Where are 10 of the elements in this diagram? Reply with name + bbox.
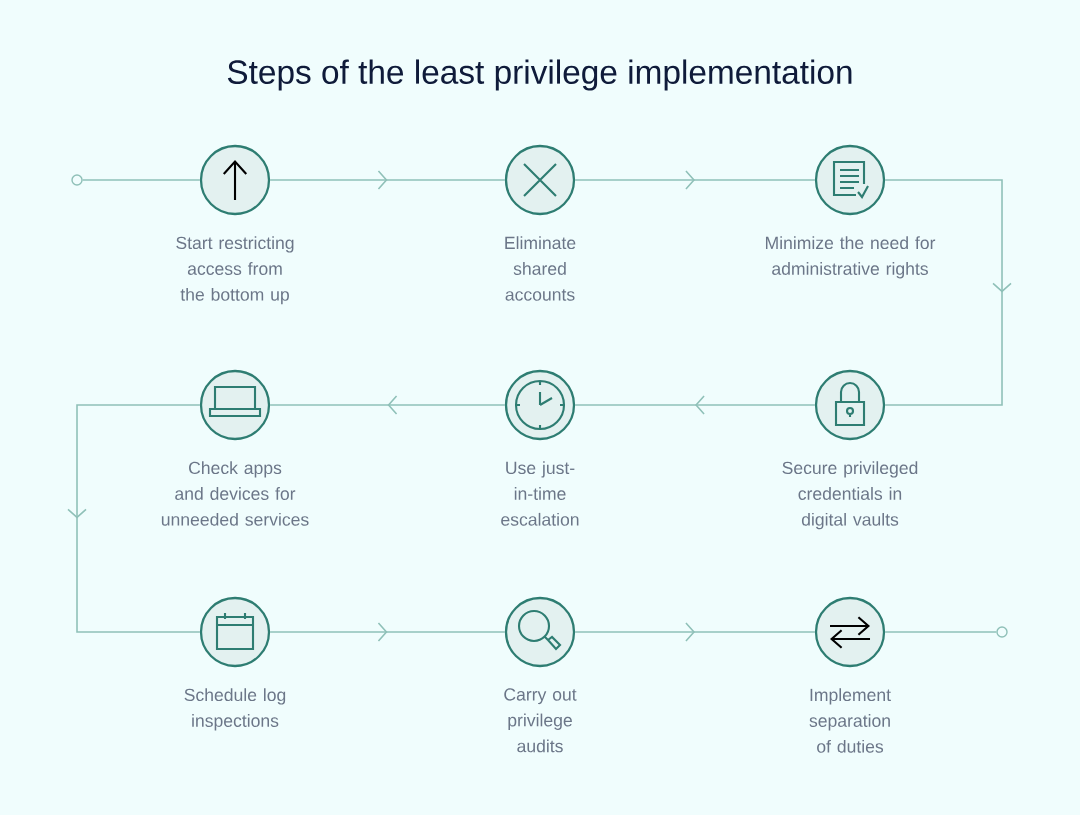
- title: Steps of the least privilege implementation: [227, 59, 852, 91]
- step-label: Use just-in-time escalation: [501, 461, 579, 526]
- step-label: Schedule log inspections: [184, 688, 286, 731]
- step-label: Eliminate shared accounts: [505, 236, 576, 301]
- step-label: Start restricting access from the bottom up: [176, 236, 294, 305]
- step-label: Check apps and devices for unneeded services: [161, 461, 309, 526]
- step-label: Minimize the need for administrative rights: [766, 236, 936, 279]
- step-label: Carry out privilege audits: [504, 688, 577, 753]
- step-label: Secure privileged credentials in digital vaults: [782, 461, 918, 530]
- step-label: Implement separation of duties: [809, 688, 891, 753]
